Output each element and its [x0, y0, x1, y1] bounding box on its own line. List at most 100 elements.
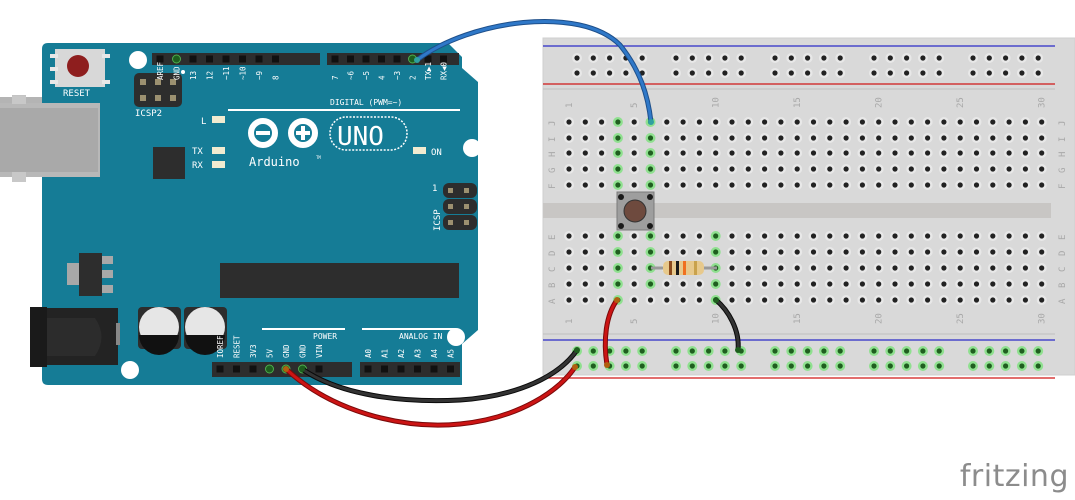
breadboard-hole[interactable] — [664, 135, 670, 141]
breadboard-hole[interactable] — [990, 166, 996, 172]
breadboard-hole[interactable] — [615, 135, 621, 141]
breadboard-hole[interactable] — [574, 70, 580, 76]
breadboard-hole[interactable] — [778, 182, 784, 188]
header-pin[interactable] — [156, 55, 164, 63]
breadboard-hole[interactable] — [689, 55, 695, 61]
breadboard-hole[interactable] — [762, 233, 768, 239]
breadboard-hole[interactable] — [647, 297, 654, 303]
breadboard-hole[interactable] — [566, 249, 572, 255]
breadboard-hole[interactable] — [837, 348, 843, 354]
breadboard-hole[interactable] — [957, 119, 963, 125]
breadboard-hole[interactable] — [615, 281, 621, 287]
breadboard-hole[interactable] — [778, 119, 784, 125]
breadboard-hole[interactable] — [1035, 55, 1041, 61]
breadboard-hole[interactable] — [1006, 265, 1012, 271]
breadboard-hole[interactable] — [821, 55, 827, 61]
breadboard-hole[interactable] — [843, 265, 849, 271]
breadboard-hole[interactable] — [696, 233, 703, 239]
breadboard-hole[interactable] — [566, 182, 572, 188]
breadboard-hole[interactable] — [892, 182, 898, 188]
breadboard-hole[interactable] — [1003, 363, 1009, 369]
breadboard-hole[interactable] — [925, 233, 931, 239]
breadboard-hole[interactable] — [696, 135, 703, 141]
breadboard-hole[interactable] — [762, 119, 768, 125]
breadboard-hole[interactable] — [599, 297, 605, 303]
breadboard-hole[interactable] — [607, 348, 613, 354]
breadboard-hole[interactable] — [859, 297, 866, 303]
header-pin[interactable] — [347, 55, 354, 63]
header-pin[interactable] — [378, 55, 385, 63]
breadboard-hole[interactable] — [745, 166, 751, 172]
breadboard-hole[interactable] — [762, 166, 768, 172]
breadboard-hole[interactable] — [582, 297, 588, 303]
breadboard-hole[interactable] — [920, 70, 926, 76]
breadboard-hole[interactable] — [631, 119, 637, 125]
breadboard-hole[interactable] — [574, 55, 580, 61]
breadboard-hole[interactable] — [805, 55, 811, 61]
breadboard-hole[interactable] — [599, 265, 605, 271]
breadboard-hole[interactable] — [615, 150, 621, 156]
breadboard-hole[interactable] — [745, 281, 751, 287]
breadboard-hole[interactable] — [892, 297, 898, 303]
breadboard-hole[interactable] — [696, 297, 703, 303]
breadboard-hole[interactable] — [696, 281, 703, 287]
breadboard-hole[interactable] — [843, 135, 849, 141]
breadboard-hole[interactable] — [566, 119, 572, 125]
breadboard-hole[interactable] — [827, 265, 833, 271]
breadboard-hole[interactable] — [631, 249, 637, 255]
breadboard-hole[interactable] — [745, 150, 751, 156]
breadboard-hole[interactable] — [920, 55, 926, 61]
header-pin[interactable] — [447, 365, 454, 373]
breadboard-hole[interactable] — [892, 150, 898, 156]
breadboard-hole[interactable] — [1006, 297, 1012, 303]
breadboard-hole[interactable] — [920, 348, 926, 354]
breadboard-hole[interactable] — [810, 265, 817, 271]
breadboard-hole[interactable] — [941, 182, 947, 188]
breadboard-hole[interactable] — [794, 249, 800, 255]
breadboard-hole[interactable] — [908, 297, 914, 303]
breadboard-hole[interactable] — [631, 281, 637, 287]
breadboard-hole[interactable] — [973, 265, 980, 271]
breadboard-hole[interactable] — [920, 363, 926, 369]
breadboard-hole[interactable] — [772, 348, 778, 354]
breadboard-hole[interactable] — [623, 348, 629, 354]
breadboard-hole[interactable] — [892, 119, 898, 125]
header-pin[interactable] — [222, 55, 230, 63]
breadboard-hole[interactable] — [631, 265, 637, 271]
breadboard-hole[interactable] — [745, 119, 751, 125]
breadboard-hole[interactable] — [810, 233, 817, 239]
breadboard-hole[interactable] — [859, 166, 866, 172]
breadboard-hole[interactable] — [876, 281, 882, 287]
breadboard-hole[interactable] — [599, 135, 605, 141]
breadboard-hole[interactable] — [794, 166, 800, 172]
header-pin[interactable] — [255, 55, 263, 63]
breadboard-hole[interactable] — [941, 265, 947, 271]
header-pin[interactable] — [331, 55, 339, 63]
breadboard-hole[interactable] — [973, 135, 980, 141]
breadboard-hole[interactable] — [957, 265, 963, 271]
breadboard-hole[interactable] — [582, 265, 588, 271]
breadboard-hole[interactable] — [729, 135, 735, 141]
breadboard-hole[interactable] — [1039, 297, 1045, 303]
breadboard-hole[interactable] — [973, 297, 980, 303]
resistor[interactable] — [651, 261, 717, 275]
breadboard-hole[interactable] — [762, 150, 768, 156]
breadboard-hole[interactable] — [990, 265, 996, 271]
breadboard-hole[interactable] — [904, 363, 910, 369]
breadboard-hole[interactable] — [647, 182, 654, 188]
breadboard-hole[interactable] — [788, 55, 794, 61]
breadboard-hole[interactable] — [729, 150, 735, 156]
breadboard-hole[interactable] — [631, 297, 637, 303]
breadboard-hole[interactable] — [859, 182, 866, 188]
breadboard-hole[interactable] — [941, 135, 947, 141]
breadboard-hole[interactable] — [827, 150, 833, 156]
breadboard-hole[interactable] — [810, 150, 817, 156]
breadboard-hole[interactable] — [689, 348, 695, 354]
breadboard-hole[interactable] — [810, 166, 817, 172]
breadboard-hole[interactable] — [986, 70, 992, 76]
breadboard-hole[interactable] — [794, 297, 800, 303]
breadboard-hole[interactable] — [970, 70, 976, 76]
breadboard-hole[interactable] — [566, 150, 572, 156]
breadboard-hole[interactable] — [1039, 166, 1045, 172]
breadboard-hole[interactable] — [1019, 348, 1025, 354]
